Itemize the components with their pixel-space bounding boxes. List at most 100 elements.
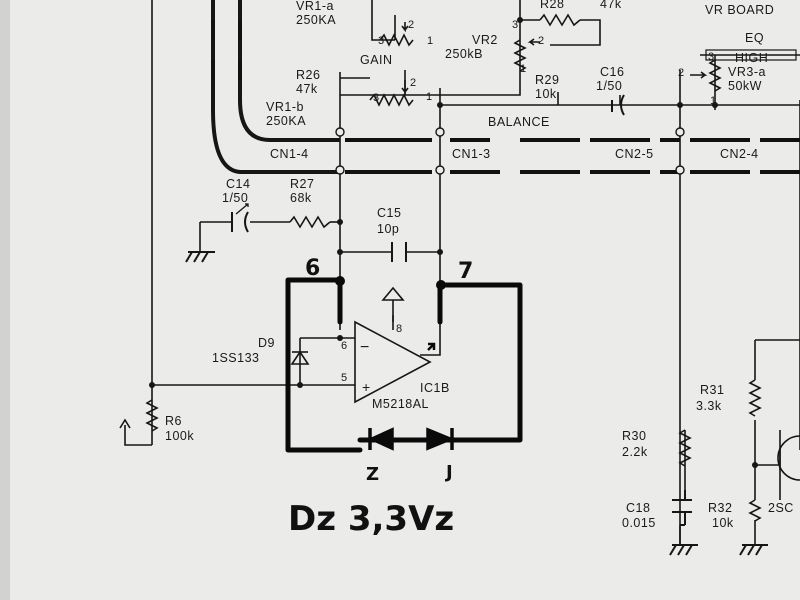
r28-resistor — [539, 13, 581, 27]
cn25-label: CN2-5 — [615, 147, 654, 161]
vr1b-pot — [369, 93, 414, 107]
page-left-edge — [0, 0, 10, 600]
vr1b-pin2: 2 — [410, 77, 416, 89]
vr1a-pot — [379, 33, 414, 47]
handwritten-zener-note: Dz 3,3Vz — [288, 499, 454, 539]
transistor-q — [777, 435, 800, 481]
potentiometers — [369, 22, 797, 107]
zener-diodes — [367, 427, 455, 451]
vr3a-pot — [708, 59, 722, 92]
transistor-label: 2SC — [768, 501, 794, 515]
r6-arrow — [119, 418, 131, 429]
c18-label: C18 — [626, 501, 650, 515]
c16-capacitor — [611, 94, 625, 116]
gain-label: GAIN — [360, 53, 393, 67]
ground-symbols — [185, 251, 768, 556]
vr-board-label: VR BOARD — [705, 3, 774, 17]
ic1b-label: IC1B — [420, 381, 450, 395]
r26-value: 47k — [296, 82, 318, 96]
r32-resistor — [748, 499, 762, 522]
r27-value: 68k — [290, 191, 312, 205]
output-arrow — [427, 342, 436, 351]
marker-dots — [335, 276, 446, 290]
resistors — [145, 13, 762, 522]
pin-numbers: 2 3 1 3 2 1 2 3 1 2 3 1 6 5 8 − + — [341, 19, 716, 395]
opamp-pin6: 6 — [341, 340, 347, 352]
c18-capacitor — [672, 499, 692, 513]
connector-bus — [211, 20, 800, 174]
cn14-label: CN1-4 — [270, 147, 309, 161]
opamp-noninverting: + — [362, 379, 370, 395]
handwritten-z-left: Z — [366, 464, 379, 485]
vr2-pin3: 3 — [512, 19, 518, 31]
junction-dots — [149, 17, 758, 468]
r29-value: 10k — [535, 87, 557, 101]
circuit-wires — [124, 0, 800, 545]
vr1b-value: 250KA — [266, 114, 306, 128]
r29-label: R29 — [535, 73, 559, 87]
opamp-ic1b — [354, 286, 432, 404]
vr3a-label: VR3-a — [728, 65, 766, 79]
high-label: HIGH — [735, 51, 768, 65]
ic1b-value: M5218AL — [372, 397, 429, 411]
eq-label: EQ — [745, 31, 764, 45]
cn13-label: CN1-3 — [452, 147, 491, 161]
d9-label: D9 — [258, 336, 275, 350]
d9-value: 1SS133 — [212, 351, 259, 365]
vr1a-value: 250KA — [296, 13, 336, 27]
capacitors — [231, 94, 692, 526]
cn24-label: CN2-4 — [720, 147, 759, 161]
vr1a-pin1: 1 — [427, 35, 433, 47]
r32-value: 10k — [712, 516, 734, 530]
c14-capacitor — [231, 211, 249, 233]
vr3a-pin3: 3 — [708, 51, 714, 63]
vr1b-pin3: 3 — [373, 92, 379, 104]
vr2-pin1: 1 — [520, 63, 526, 75]
r30-resistor — [678, 429, 692, 467]
r32-label: R32 — [708, 501, 732, 515]
r31-resistor — [748, 379, 762, 417]
vr3a-pin2: 2 — [678, 67, 684, 79]
r6-label: R6 — [165, 414, 182, 428]
vr2-value: 250kB — [445, 47, 483, 61]
opamp-pin8: 8 — [396, 323, 402, 335]
vr1a-pin3: 3 — [378, 35, 384, 47]
r27-label: R27 — [290, 177, 314, 191]
handwritten-z-right: J — [444, 462, 453, 483]
c16-label: C16 — [600, 65, 624, 79]
c18-value: 0.015 — [622, 516, 656, 530]
vr3a-value: 50kW — [728, 79, 762, 93]
component-labels: VR1-a 250KA R28 47k VR BOARD EQ VR2 250k… — [165, 0, 794, 530]
connector-pins — [335, 127, 685, 175]
handwritten-pin7: 7 — [458, 259, 473, 284]
c15-label: C15 — [377, 206, 401, 220]
opamp-inverting: − — [360, 339, 369, 356]
c16-value: 1/50 — [596, 79, 622, 93]
r6-resistor — [145, 399, 159, 432]
balance-label: BALANCE — [488, 115, 550, 129]
r30-label: R30 — [622, 429, 646, 443]
r6-value: 100k — [165, 429, 194, 443]
opamp-pin5: 5 — [341, 372, 347, 384]
r28-label: R28 — [540, 0, 564, 11]
diode-d9 — [290, 350, 310, 365]
c15-value: 10p — [377, 222, 399, 236]
r31-label: R31 — [700, 383, 724, 397]
c14-label: C14 — [226, 177, 250, 191]
vr2-pot — [513, 39, 527, 72]
vr1a-label: VR1-a — [296, 0, 334, 13]
r26-label: R26 — [296, 68, 320, 82]
handwritten-pin6: 6 — [305, 256, 320, 281]
vr2-pin2: 2 — [538, 35, 544, 47]
r31-value: 3.3k — [696, 399, 722, 413]
vr3a-pin1: 1 — [710, 95, 716, 107]
c15-capacitor — [391, 242, 407, 262]
c14-value: 1/50 — [222, 191, 248, 205]
handwritten-notes: 6 7 Z J Dz 3,3Vz — [288, 256, 473, 539]
r28-value: 47k — [600, 0, 622, 11]
vr2-label: VR2 — [472, 33, 498, 47]
vr1b-label: VR1-b — [266, 100, 304, 114]
r27-resistor — [289, 215, 331, 229]
vr1b-pin1: 1 — [426, 91, 432, 103]
